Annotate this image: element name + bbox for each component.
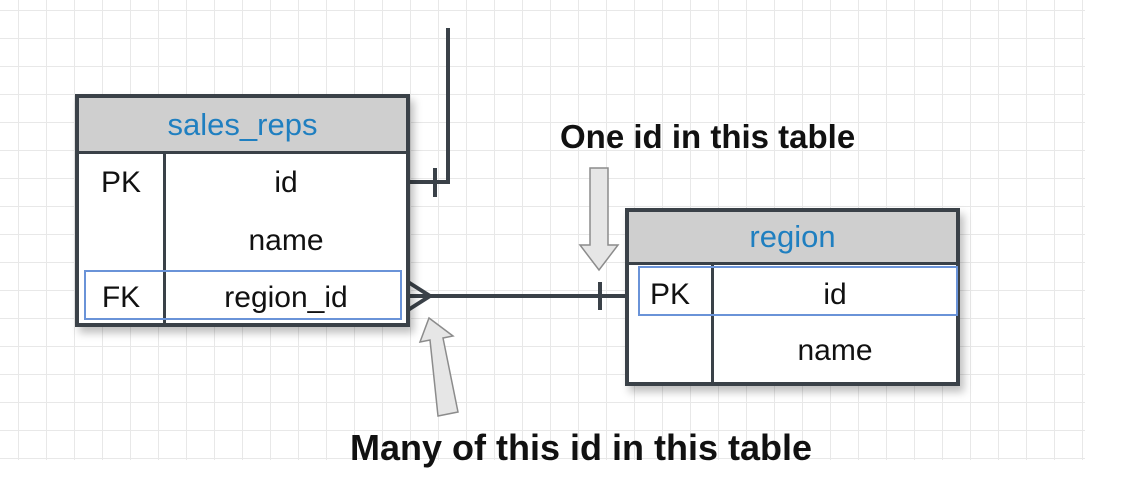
region-field-id: id — [823, 278, 847, 311]
region-pk-label: PK — [649, 278, 691, 311]
crows-foot-many-icon — [406, 280, 434, 312]
region-table[interactable]: region PK id name — [625, 208, 960, 386]
sales-reps-table[interactable]: sales_reps PK id name FK region_id — [75, 94, 410, 327]
sales-reps-fk-highlight — [84, 270, 402, 320]
sales-reps-field-id: id — [274, 166, 298, 199]
sales-reps-table-title: sales_reps — [79, 98, 406, 154]
sales-reps-pk-label: PK — [100, 166, 142, 199]
sales-reps-column-divider — [163, 154, 166, 327]
region-field-name: name — [797, 334, 873, 367]
region-column-divider — [711, 265, 714, 386]
annotation-one: One id in this table — [560, 118, 856, 155]
region-pk-highlight — [638, 266, 958, 316]
sales-reps-field-name: name — [248, 224, 324, 257]
up-arrow-icon — [418, 316, 459, 417]
sales-reps-field-region-id: region_id — [224, 281, 348, 314]
relationship-line-top — [408, 28, 450, 184]
down-arrow-icon — [578, 167, 620, 272]
canvas-edge-bottom — [0, 460, 1127, 499]
region-table-title: region — [629, 212, 956, 265]
canvas-edge-right — [1085, 0, 1127, 499]
sales-reps-fk-label: FK — [101, 281, 141, 314]
annotation-many: Many of this id in this table — [350, 427, 813, 468]
